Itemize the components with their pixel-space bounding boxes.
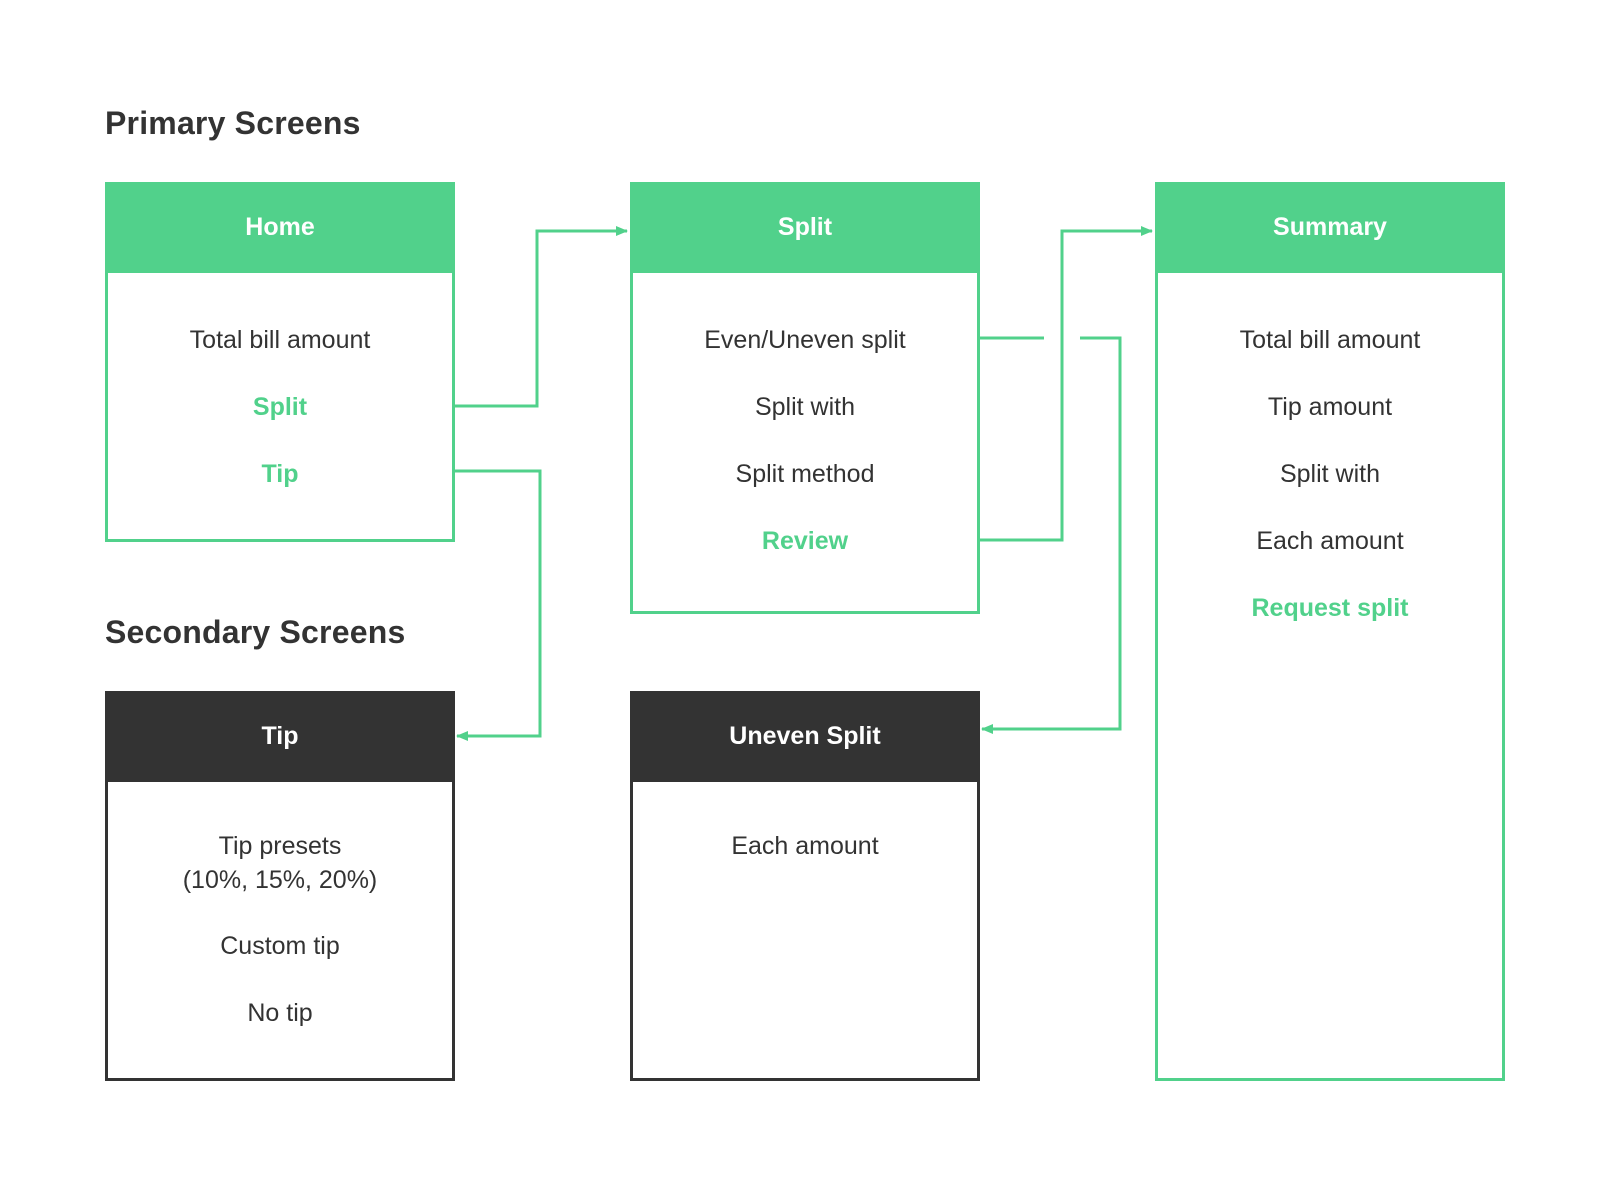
home-item-tip-link[interactable]: Tip — [261, 460, 299, 488]
primary-screens-heading: Primary Screens — [105, 105, 361, 141]
home-screen-box: Home Total bill amount Split Tip — [105, 182, 455, 542]
secondary-screens-heading: Secondary Screens — [105, 614, 406, 650]
split-screen-title: Split — [630, 182, 980, 273]
connector-split-even-uneven-to-uneven-split — [981, 336, 1122, 734]
connector-home-tip-to-tip — [455, 469, 542, 741]
connector-home-split-to-split — [455, 226, 628, 408]
split-item-review-link[interactable]: Review — [761, 527, 849, 555]
tip-screen-box: Tip Tip presets (10%, 15%, 20%) Custom t… — [105, 691, 455, 1081]
split-item-split-method: Split method — [735, 460, 875, 488]
summary-screen-title: Summary — [1155, 182, 1505, 273]
split-item-even-uneven-split: Even/Uneven split — [704, 326, 906, 354]
home-screen-title: Home — [105, 182, 455, 273]
summary-item-total-bill-amount: Total bill amount — [1239, 326, 1421, 354]
tip-item-tip-presets: Tip presets (10%, 15%, 20%) — [182, 832, 378, 894]
summary-item-each-amount: Each amount — [1256, 527, 1404, 555]
summary-item-request-split-link[interactable]: Request split — [1251, 594, 1409, 622]
uneven-split-screen-title: Uneven Split — [630, 691, 980, 782]
summary-item-tip-amount: Tip amount — [1267, 393, 1393, 421]
tip-item-custom-tip: Custom tip — [220, 932, 340, 960]
summary-screen-box: Summary Total bill amount Tip amount Spl… — [1155, 182, 1505, 1081]
tip-item-no-tip: No tip — [247, 999, 313, 1027]
home-item-split-link[interactable]: Split — [252, 393, 308, 421]
split-screen-box: Split Even/Uneven split Split with Split… — [630, 182, 980, 614]
uneven-split-item-each-amount: Each amount — [731, 832, 879, 860]
uneven-split-screen-box: Uneven Split Each amount — [630, 691, 980, 1081]
tip-screen-title: Tip — [105, 691, 455, 782]
summary-item-split-with: Split with — [1279, 460, 1381, 488]
connector-split-review-to-summary — [980, 226, 1153, 542]
split-item-split-with: Split with — [754, 393, 856, 421]
home-item-total-bill-amount: Total bill amount — [189, 326, 371, 354]
